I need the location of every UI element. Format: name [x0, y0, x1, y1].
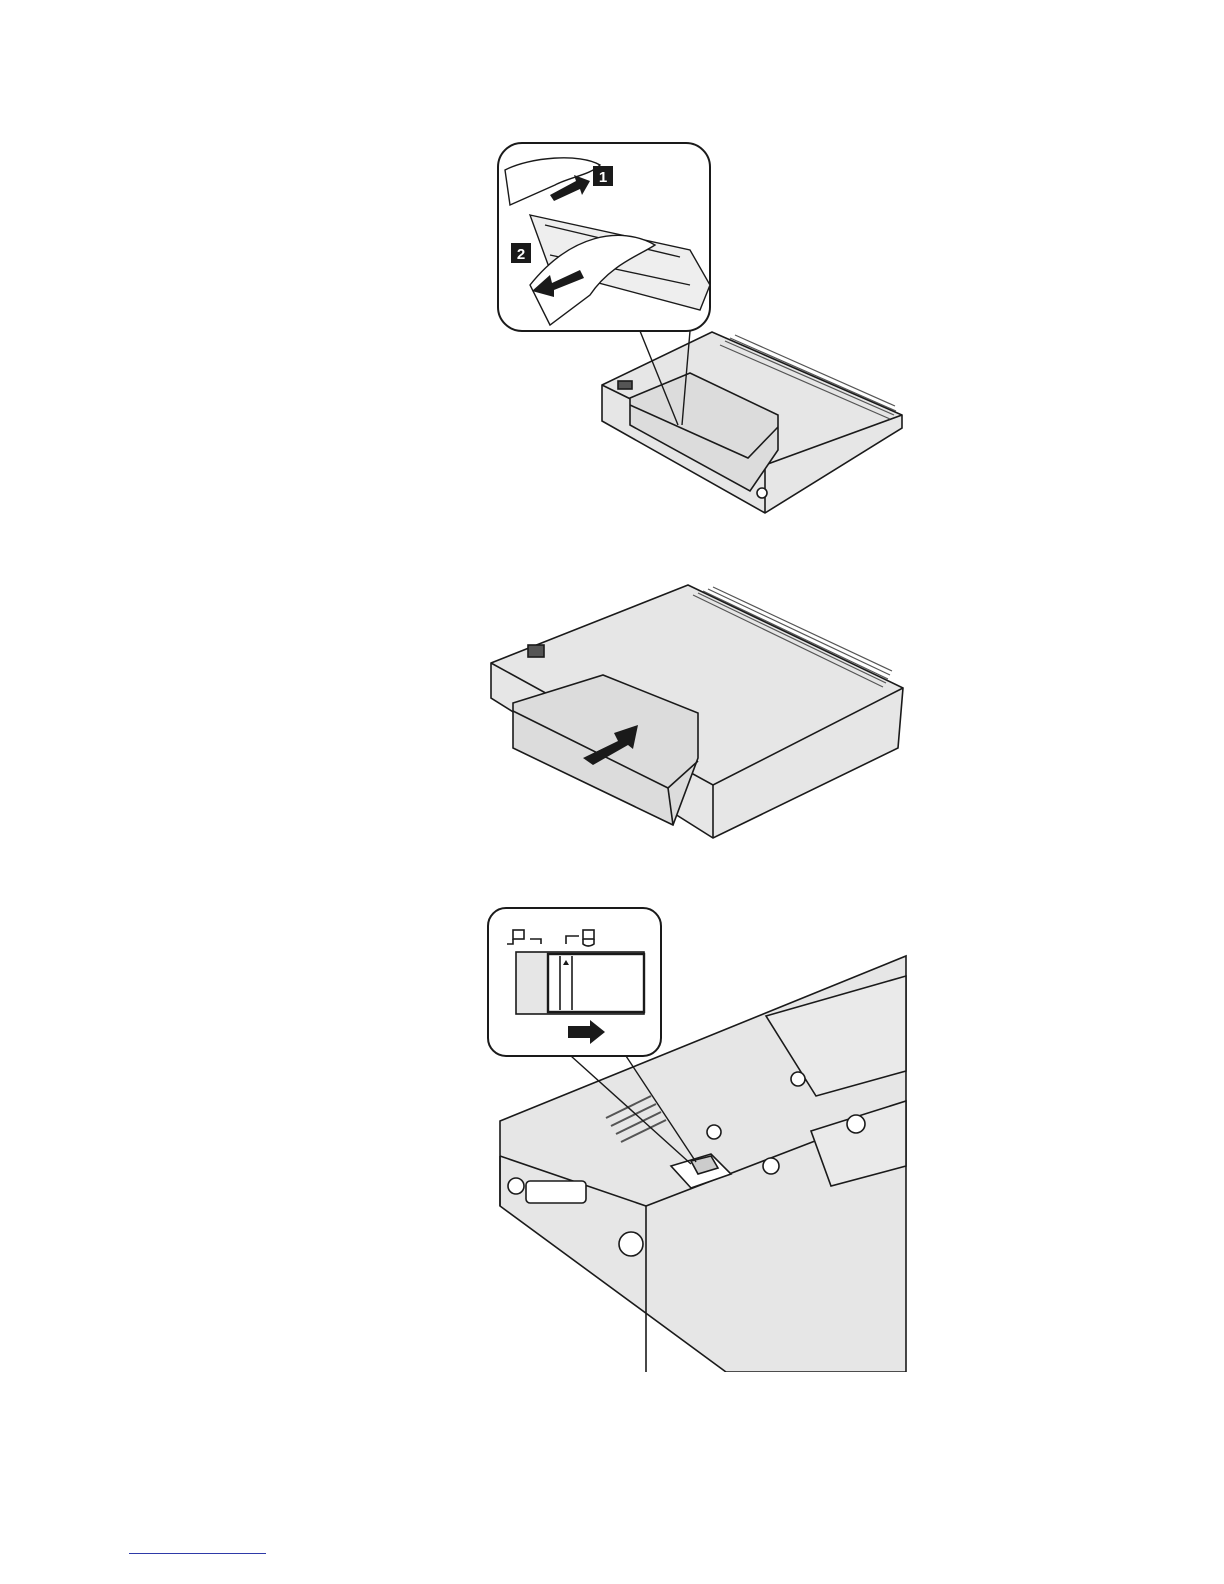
svg-text:1: 1	[599, 169, 607, 186]
footer-rule	[129, 1553, 266, 1554]
latch-switch	[516, 952, 644, 1014]
svg-text:2: 2	[517, 246, 525, 263]
callout-detail	[488, 908, 661, 1056]
step-badge-1: 1	[593, 166, 613, 186]
laptop-base-illustration	[491, 585, 903, 838]
figure-insert-battery	[488, 583, 908, 841]
figure-lock-latch	[486, 906, 908, 1372]
laptop-base-illustration	[602, 332, 902, 513]
callout-detail: 1 2	[498, 143, 710, 331]
figure-remove-battery: 1 2	[490, 135, 910, 520]
step-badge-2: 2	[511, 243, 531, 263]
